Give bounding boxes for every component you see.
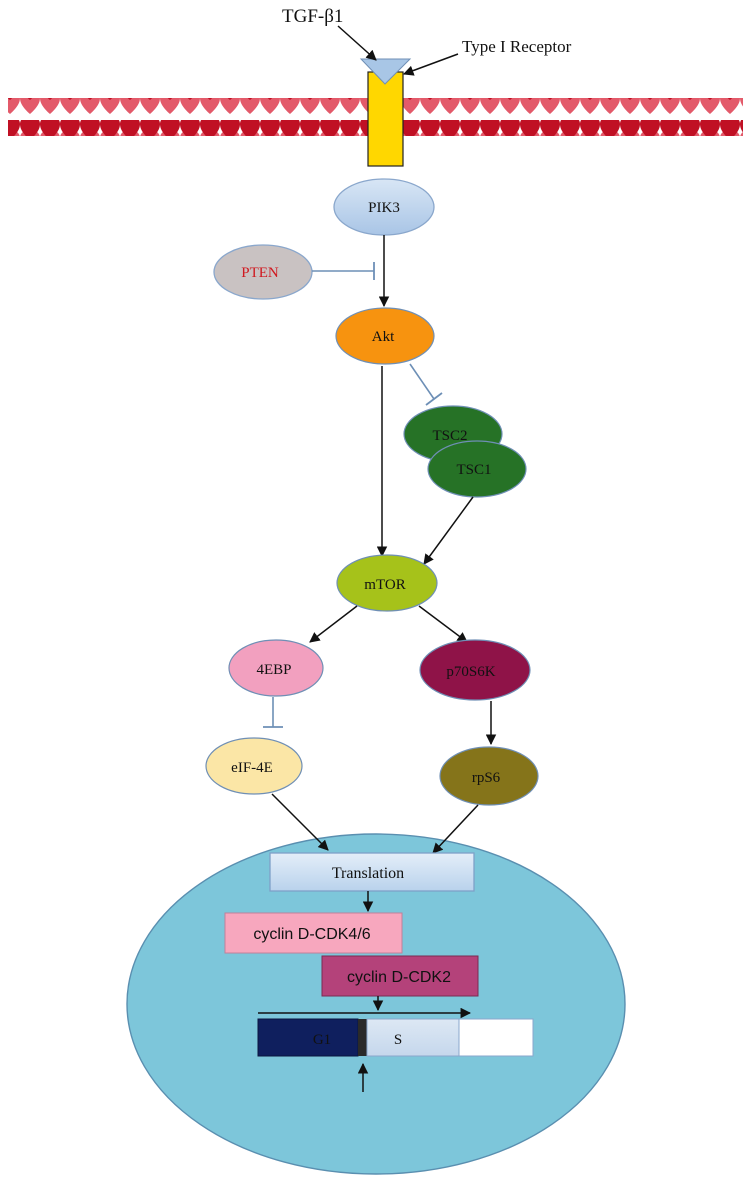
4ebp-node [228, 639, 324, 697]
4ebp-label: 4EBP [256, 662, 291, 678]
cyclin-d-cdk46-box [224, 912, 403, 954]
pten-label: PTEN [241, 265, 279, 281]
p70s6k-node [419, 639, 531, 701]
akt-tsc-inhibition-line [409, 363, 435, 400]
eif4e-translation-arrow [271, 793, 329, 851]
rps6-translation-arrow [432, 804, 479, 854]
tsc1-mtor-arrow [423, 496, 474, 565]
akt-node [335, 307, 435, 365]
s-phase-box [366, 1018, 460, 1057]
p70s6k-label: p70S6K [446, 664, 495, 680]
pik3-label: PIK3 [368, 200, 400, 216]
translation-label: Translation [332, 865, 404, 882]
g1-s-checkpoint [358, 1019, 367, 1056]
mtor-4ebp-arrow [309, 605, 358, 643]
ligand-label: TGF-β1 [282, 6, 343, 27]
cyclin-d-cdk2-box [321, 955, 479, 997]
cyclin-d-cdk2-label: cyclin D-CDK2 [347, 969, 451, 986]
mtor-p70s6k-arrow [418, 605, 468, 643]
ligand-arrow [337, 25, 377, 61]
akt-tsc-inhibition-bar [425, 392, 443, 406]
receptor-triangle-icon [359, 58, 412, 85]
post-s-phase-box [458, 1018, 534, 1057]
tsc1-node [427, 440, 527, 498]
g1-phase-box [257, 1018, 359, 1057]
tsc1-label: TSC1 [456, 462, 491, 478]
receptor-label: Type I Receptor [462, 37, 572, 56]
mtor-label: mTOR [364, 577, 405, 593]
rps6-label: rpS6 [472, 770, 501, 786]
mtor-node [336, 554, 438, 612]
eif4e-node [205, 737, 303, 795]
receptor-arrow [403, 53, 459, 76]
s-label: S [394, 1032, 402, 1048]
translation-box [269, 852, 475, 892]
akt-label: Akt [372, 329, 395, 345]
eif4e-label: eIF-4E [231, 760, 273, 776]
tsc2-label: TSC2 [432, 428, 467, 444]
cyclin-d-cdk46-label: cyclin D-CDK4/6 [253, 926, 370, 943]
rps6-node [439, 746, 539, 806]
type-i-receptor [367, 71, 404, 167]
pten-node [213, 244, 313, 300]
g1-label: G1 [313, 1032, 331, 1048]
